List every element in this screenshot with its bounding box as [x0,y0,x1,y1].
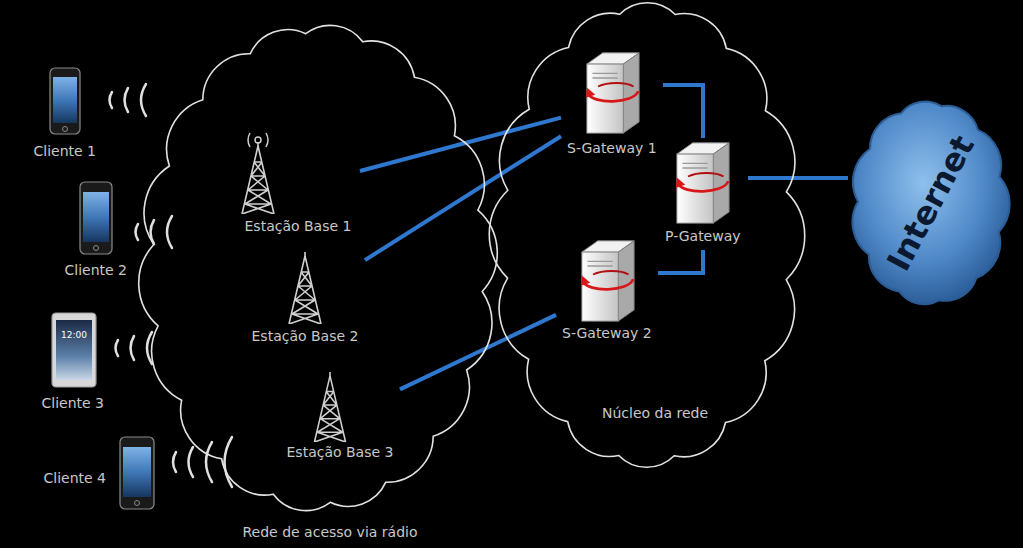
phone-icon [120,437,154,509]
network-link [663,85,703,138]
client-device: Cliente 2 [45,178,145,282]
base-station-tower [242,142,274,214]
radio-waves [110,84,233,487]
node-label: Cliente 3 [40,395,107,412]
node-label: Rede de acesso via rádio [241,524,420,541]
core-network-cloud: Núcleo da rede S-Gateway 1 P-GatewayS-Gate… [490,0,805,470]
network-link [400,315,556,390]
access-network-cloud: Rede de acesso via rádio Estação Base 1 Es… [148,30,488,545]
cloud-outline [489,3,804,468]
node-label: Estação Base 2 [250,328,361,345]
server-icon [586,53,639,133]
node-label: Estação Base 3 [285,444,396,461]
clock-time: 12:00 [61,330,87,341]
base-station: Estação Base 1 [232,136,360,240]
phone-icon [50,68,80,134]
gateway-server: S-Gateway 2 [556,236,658,345]
cloud-outline [139,25,498,510]
client-device: Cliente 1 [18,62,118,166]
cloud-outline [148,30,488,545]
base-station-tower [289,252,321,324]
base-station-tower [314,372,345,442]
internet-cloud: Internet [848,92,1013,314]
client-device: Cliente 3 [22,308,122,418]
tablet-icon [52,313,96,387]
server-icon [581,241,634,321]
internet-cloud-shape [852,102,1009,305]
node-label: S-Gateway 1 [565,140,659,157]
base-station: Estação Base 3 [281,370,401,466]
cloud-title: Internet [878,127,983,278]
network-link [748,176,848,180]
cloud-outline [490,0,805,470]
network-link [658,250,703,273]
node-label: S-Gateway 2 [560,325,654,342]
network-link [365,136,561,260]
phone-icon [80,182,112,254]
node-label: Estação Base 1 [243,218,354,235]
gateway-server: S-Gateway 1 [561,48,663,160]
node-label: Cliente 1 [32,143,99,160]
antenna-signal [248,133,268,147]
network-link [360,118,561,171]
server-icon [676,143,729,223]
node-label: Cliente 2 [63,262,130,279]
base-station: Estação Base 2 [245,248,365,348]
gateway-server: P-Gateway [658,138,748,250]
client-device: Cliente 4 [30,432,162,516]
node-label: Núcleo da rede [600,405,710,422]
node-label: P-Gateway [663,228,743,245]
node-label: Cliente 4 [42,470,109,487]
